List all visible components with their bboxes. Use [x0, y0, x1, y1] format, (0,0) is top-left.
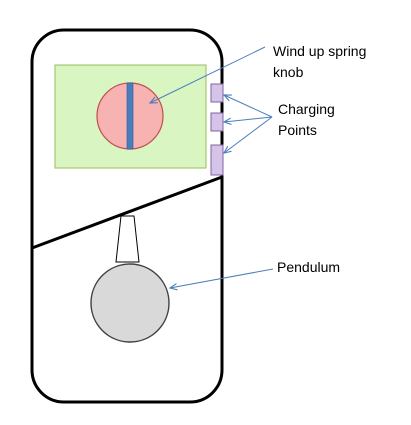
knob-slot [126, 82, 134, 150]
pendulum-arrow [170, 268, 274, 288]
charging-label-line1: Charging [278, 101, 335, 117]
charging-point-bottom [210, 144, 224, 176]
knob-label-line2: knob [273, 64, 304, 80]
knob-arrow [150, 46, 266, 103]
charging-point-top [210, 83, 224, 103]
charging-arrow-bottom [224, 116, 273, 153]
knob-label-line1: Wind up spring [273, 43, 367, 59]
pendulum-label: Pendulum [277, 259, 341, 275]
divider-line [31, 175, 223, 250]
pendulum-arm [115, 215, 140, 263]
charging-point-middle [210, 112, 224, 132]
pendulum-bob [90, 263, 170, 343]
charging-label-line2: Points [278, 122, 317, 138]
charging-arrow-top [224, 95, 273, 118]
charging-arrow-middle [224, 116, 273, 122]
